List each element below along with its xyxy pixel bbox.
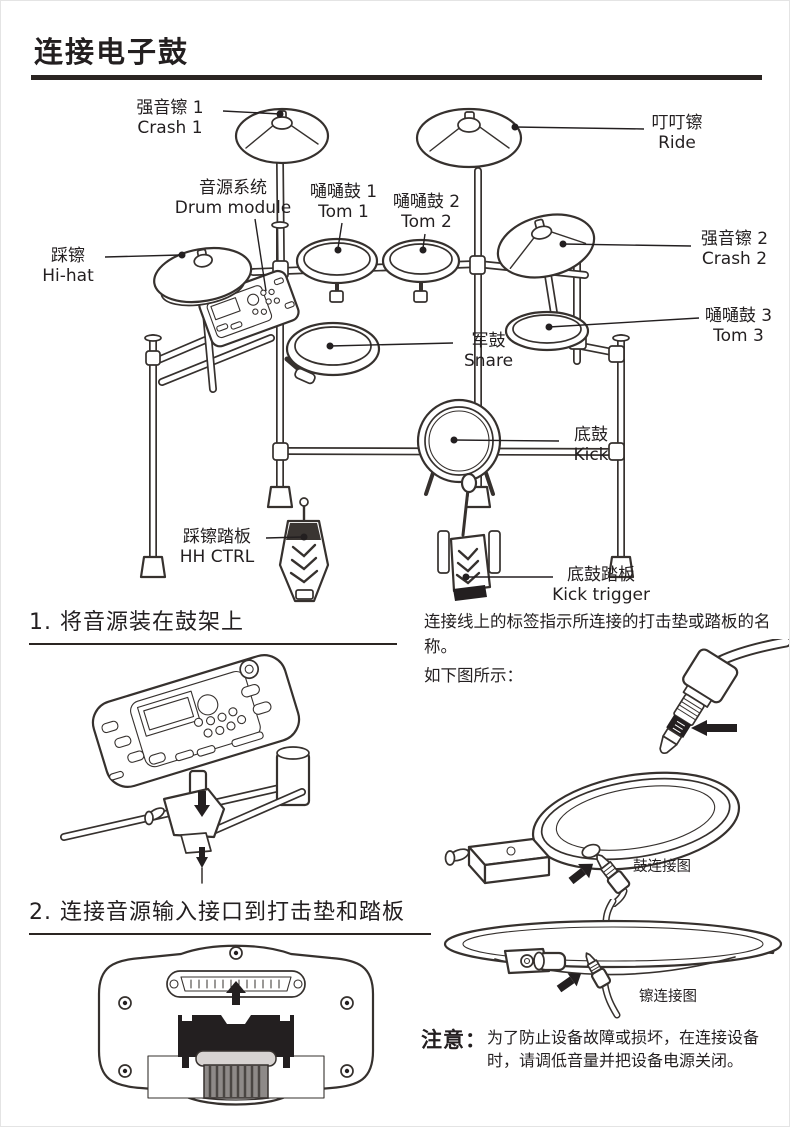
cymbal-jack-plug: [585, 952, 612, 989]
crash1-cymbal: [234, 107, 330, 165]
snare-pad: [284, 321, 381, 385]
cable-info-paragraph: 连接线上的标签指示所连接的打击垫或踏板的名称。: [424, 612, 771, 656]
hihat-pedal: [278, 497, 330, 603]
cymbal-connection-diagram: [443, 899, 783, 1019]
tom2-pad: [381, 238, 461, 303]
module-face: [91, 654, 301, 788]
caution-text: 为了防止设备故障或损坏，在连接设备时，请调低音量并把设备电源关闭。: [487, 1028, 760, 1070]
hihat-cymbal: [153, 246, 253, 307]
page-title: 连接电子鼓: [34, 35, 190, 69]
drum-connection-caption: 鼓连接图: [633, 859, 691, 875]
step1-heading: 1. 将音源装在鼓架上: [29, 604, 397, 645]
drum-connection-diagram: [444, 771, 741, 907]
tom1-pad: [295, 237, 379, 303]
crash2-cymbal: [496, 213, 596, 279]
title-rule: [31, 75, 762, 80]
angled-jack-plug: [659, 648, 739, 755]
connection-arrow: [556, 973, 582, 993]
tom3-pad: [504, 310, 590, 352]
module-underside-diagram: [97, 944, 375, 1106]
module-mounting-diagram: [60, 654, 311, 884]
caution-label: 注意：: [421, 1028, 487, 1052]
pad-jack-plug: [596, 853, 631, 894]
drum-kit-diagram: [104, 107, 700, 603]
ride-cymbal: [415, 107, 523, 169]
caution-note: 注意： 为了防止设备故障或损坏，在连接设备时，请调低音量并把设备电源关闭。: [421, 1024, 789, 1072]
cable-info-see-below: 如下图所示：: [424, 666, 523, 685]
labeled-plug-diagram: [659, 639, 789, 755]
kick-drum: [416, 398, 502, 496]
cymbal-connection-caption: 镲连接图: [639, 989, 697, 1005]
ribbon-cable: [203, 1064, 269, 1099]
cable-label-band: [666, 714, 692, 739]
callout-lines: [104, 110, 700, 581]
label-pointer-arrow: [691, 720, 707, 736]
connection-arrow: [568, 863, 594, 885]
step2-heading: 2. 连接音源输入接口到打击垫和踏板: [29, 894, 431, 935]
